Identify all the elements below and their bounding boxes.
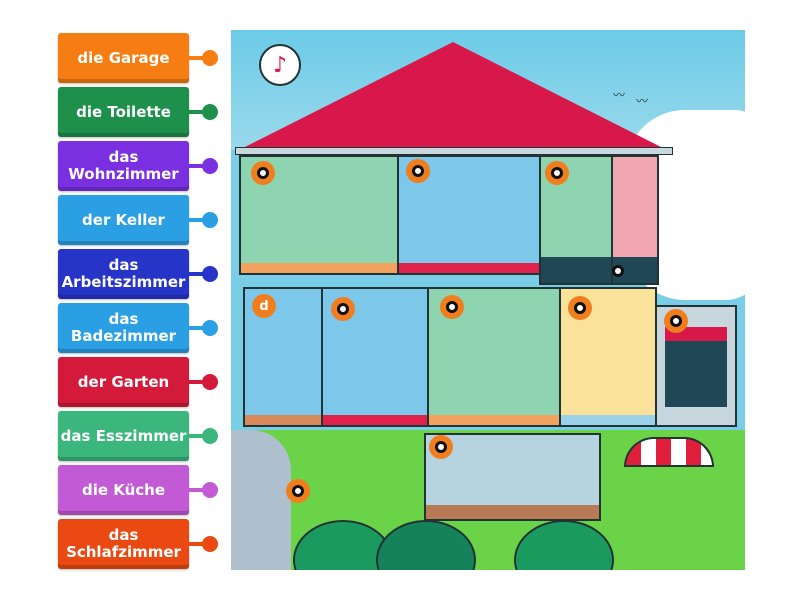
- hotspot-bedroom[interactable]: [406, 159, 430, 183]
- connector-dot-handle[interactable]: [202, 158, 218, 174]
- label-row: die Garage: [58, 33, 228, 83]
- label-das-esszimmer[interactable]: das Esszimmer: [58, 411, 189, 461]
- connector-line: [189, 542, 203, 546]
- connector-line: [189, 110, 203, 114]
- connector-dot-handle[interactable]: [202, 266, 218, 282]
- hotspot-target-icon: [292, 485, 304, 497]
- hotspot-target-icon: [446, 301, 458, 313]
- floor: [429, 415, 559, 425]
- hotspot-target-icon: [257, 167, 269, 179]
- floor: [426, 505, 599, 519]
- garden-path: [231, 430, 291, 570]
- label-text: der Keller: [82, 210, 165, 229]
- label-text: das: [108, 310, 139, 328]
- hotspot-garage[interactable]: [664, 309, 688, 333]
- connector-dot-handle[interactable]: [202, 482, 218, 498]
- connector-line: [189, 56, 203, 60]
- floor: [245, 415, 321, 425]
- floor: [541, 257, 611, 283]
- hotspot-kitchen[interactable]: [568, 296, 592, 320]
- connector-dot-handle[interactable]: [202, 320, 218, 336]
- roof-gutter: [235, 147, 673, 155]
- parasol: [624, 437, 714, 467]
- label-der-garten[interactable]: der Garten: [58, 357, 189, 407]
- connector-line: [189, 272, 203, 276]
- connector-line: [189, 326, 203, 330]
- label-die-toilette[interactable]: die Toilette: [58, 87, 189, 137]
- bird-icon: 〰: [636, 94, 649, 108]
- hotspot-target-icon: [574, 302, 586, 314]
- hotspot-target-icon: [551, 167, 563, 179]
- room-toilet: [611, 155, 659, 285]
- label-text: das: [108, 148, 139, 166]
- hotspot-target-icon: [670, 315, 682, 327]
- hotspot-target-icon: [337, 303, 349, 315]
- hotspot-target-icon: [435, 441, 447, 453]
- label-die-kueche[interactable]: die Küche: [58, 465, 189, 515]
- label-row: der Garten: [58, 357, 228, 407]
- label-text: das: [108, 526, 139, 544]
- hotspot-dining-room[interactable]: [440, 295, 464, 319]
- connector-line: [189, 434, 203, 438]
- connector-dot-handle[interactable]: [202, 428, 218, 444]
- label-text: Wohnzimmer: [68, 165, 179, 183]
- garage-door: [665, 327, 727, 407]
- connector-dot-handle[interactable]: [202, 104, 218, 120]
- connector-dot-handle[interactable]: [202, 212, 218, 228]
- hotspot-hallway-placed[interactable]: d: [252, 294, 276, 318]
- label-text: die Garage: [77, 48, 170, 67]
- connector-line: [189, 218, 203, 222]
- label-row: der Keller: [58, 195, 228, 245]
- label-der-keller[interactable]: der Keller: [58, 195, 189, 245]
- hotspot-toilet[interactable]: [606, 259, 630, 283]
- connector-line: [189, 380, 203, 384]
- label-text: die Toilette: [76, 102, 171, 121]
- connector-line: [189, 488, 203, 492]
- music-note-icon: ♪: [259, 44, 301, 86]
- label-row: die Küche: [58, 465, 228, 515]
- bird-icon: 〰: [613, 88, 626, 102]
- hotspot-garden[interactable]: [286, 479, 310, 503]
- label-row: das Esszimmer: [58, 411, 228, 461]
- label-text: Badezimmer: [70, 327, 177, 345]
- connector-line: [189, 164, 203, 168]
- connector-dot-handle[interactable]: [202, 50, 218, 66]
- room-garage: [655, 305, 737, 427]
- label-text: der Garten: [77, 372, 170, 391]
- hotspot-cellar[interactable]: [429, 435, 453, 459]
- house-illustration: ♪ 〰 〰: [231, 30, 745, 570]
- hotspot-bathroom[interactable]: [545, 161, 569, 185]
- label-text: die Küche: [81, 480, 166, 499]
- cellar: [424, 433, 601, 521]
- label-row: die Toilette: [58, 87, 228, 137]
- connector-dot-handle[interactable]: [202, 374, 218, 390]
- label-text: das Esszimmer: [60, 426, 187, 445]
- label-text: Schlafzimmer: [66, 543, 181, 561]
- connector-dot-handle[interactable]: [202, 536, 218, 552]
- floor: [399, 263, 539, 273]
- floor: [241, 263, 397, 273]
- hotspot-study[interactable]: [251, 161, 275, 185]
- label-text: Arbeitszimmer: [61, 273, 186, 291]
- hotspot-living-room[interactable]: [331, 297, 355, 321]
- label-die-garage[interactable]: die Garage: [58, 33, 189, 83]
- floor: [323, 415, 427, 425]
- floor: [561, 415, 655, 425]
- hotspot-target-icon: [612, 265, 624, 277]
- label-text: das: [108, 256, 139, 274]
- hotspot-target-icon: [412, 165, 424, 177]
